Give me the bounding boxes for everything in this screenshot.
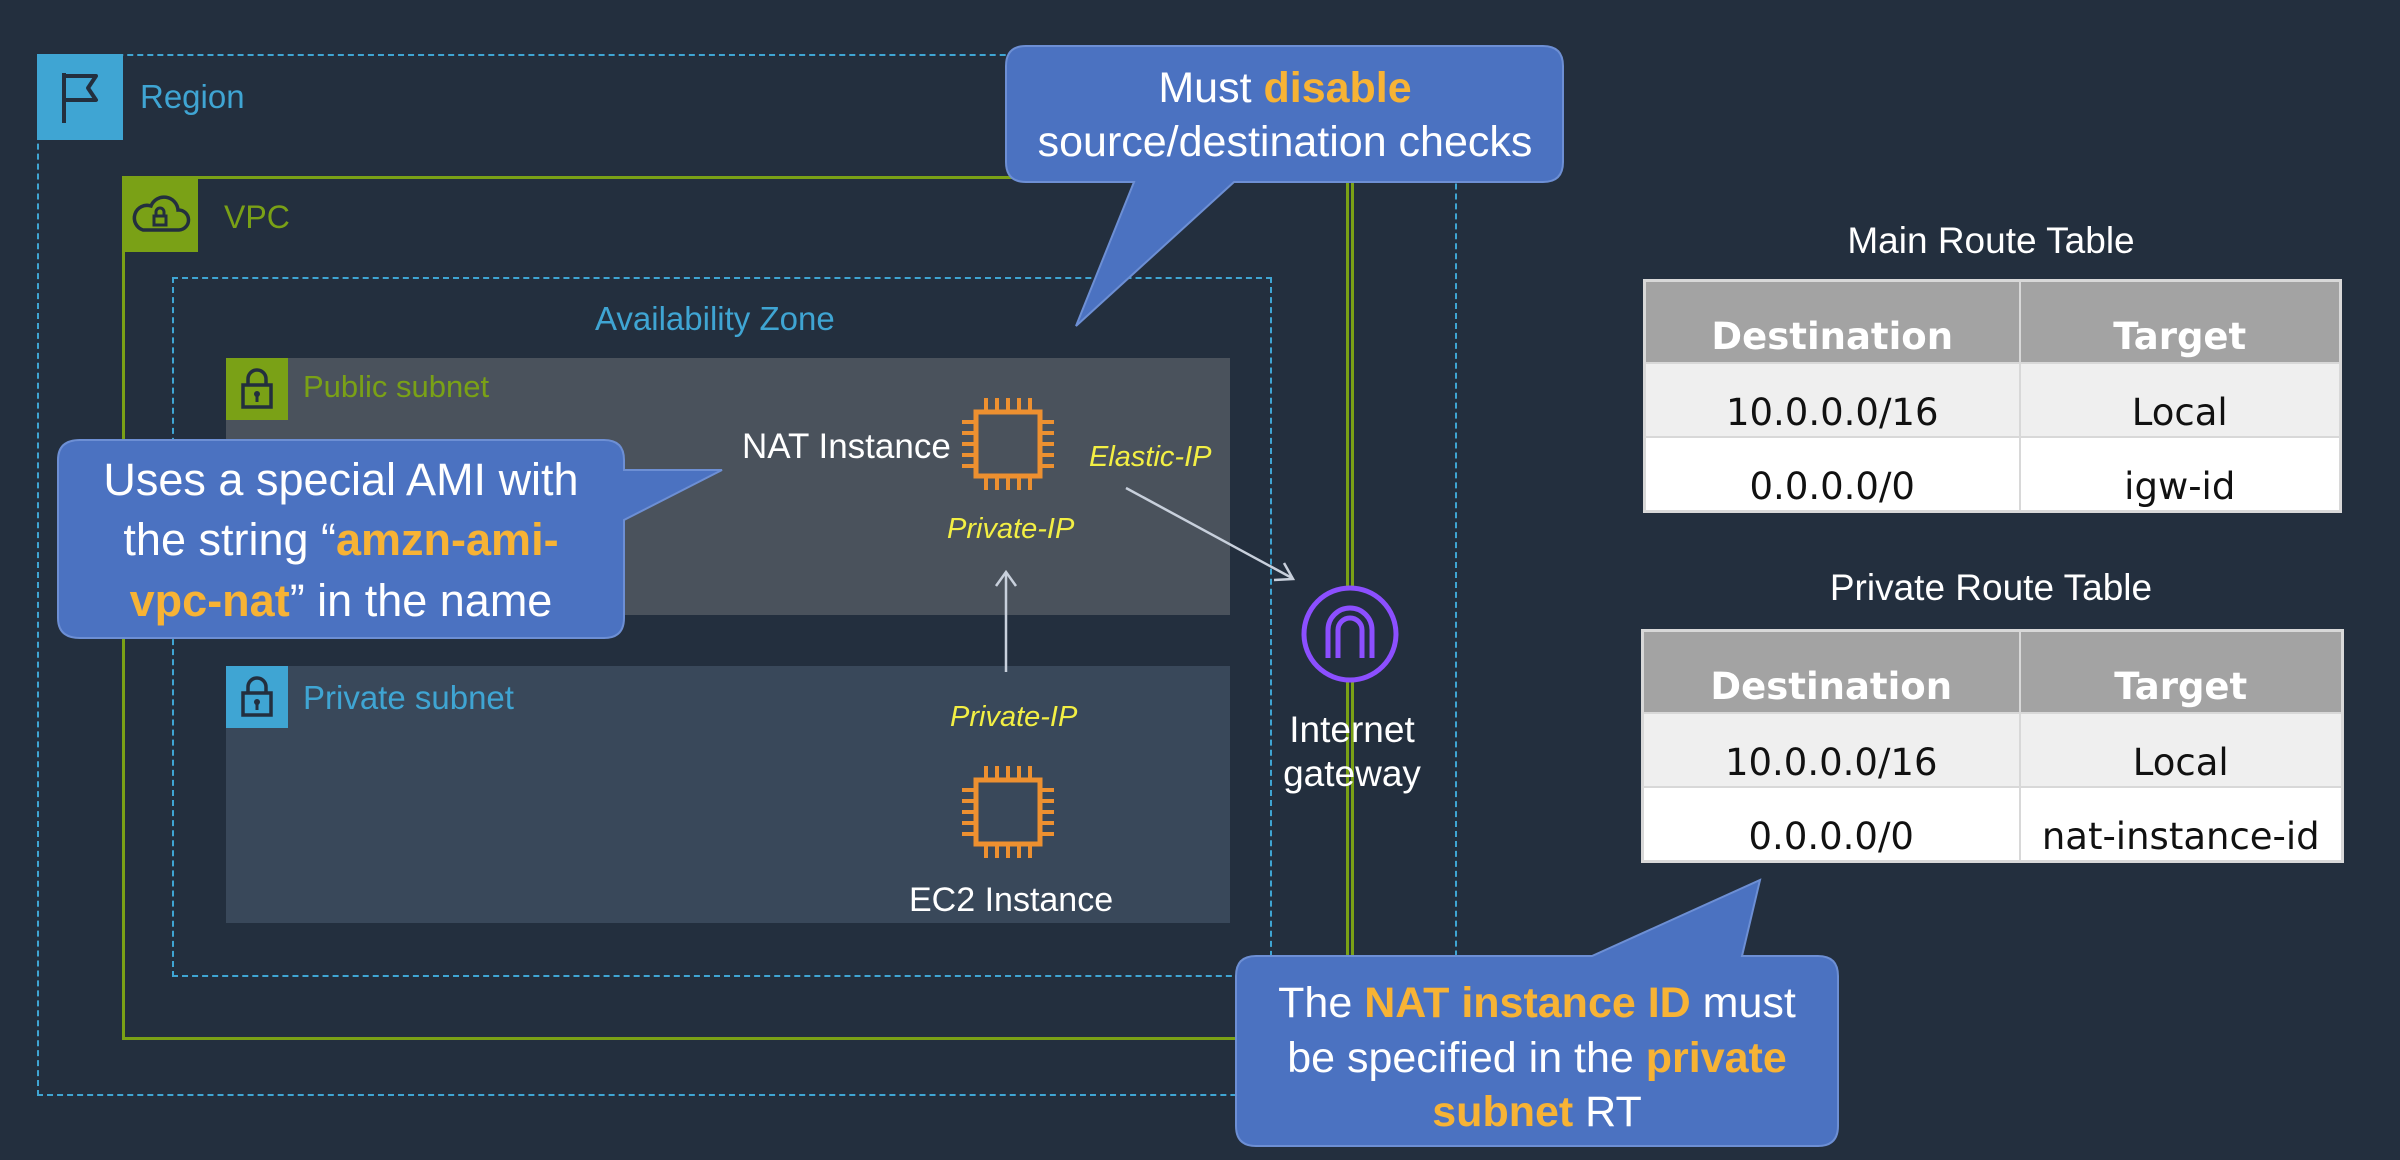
region-label: Region — [140, 78, 245, 115]
private-subnet-private-ip-label: Private-IP — [950, 701, 1078, 733]
top-callout-part1: Must — [1158, 64, 1264, 112]
bottom-callout-bubble — [1235, 878, 1839, 1147]
table-row: 10.0.0.0/16 Local — [1641, 712, 2344, 788]
left-callout-part2: the string “ — [123, 514, 337, 566]
public-private-ip-label: Private-IP — [947, 513, 1075, 545]
left-callout-part5: ” in the name — [289, 574, 553, 626]
public-subnet-lock-icon — [226, 358, 288, 420]
region-box — [37, 54, 1457, 1096]
table-row: 0.0.0.0/0 igw-id — [1643, 436, 2342, 513]
left-callout-line3: vpc-nat” in the name — [62, 571, 620, 631]
left-callout-bubble — [57, 439, 723, 639]
main-rt-row2-destination: 0.0.0.0/0 — [1643, 436, 2021, 513]
private-rt-header-target: Target — [2018, 629, 2344, 714]
ec2-instance-chip-icon — [958, 762, 1058, 862]
main-rt-header-target: Target — [2018, 279, 2342, 364]
elastic-ip-label: Elastic-IP — [1089, 441, 1212, 473]
main-route-table: Destination Target 10.0.0.0/16 Local 0.0… — [1643, 279, 2342, 513]
top-callout-line1: Must disable — [1010, 62, 1560, 116]
internet-gateway-label: Internet gateway — [1262, 708, 1442, 795]
internet-gateway-icon — [1300, 584, 1400, 684]
private-rt-row2-destination: 0.0.0.0/0 — [1641, 786, 2021, 863]
igw-label-line2: gateway — [1283, 752, 1421, 794]
table-row: 10.0.0.0/16 Local — [1643, 362, 2342, 438]
left-callout-line2: the string “amzn-ami- — [62, 510, 620, 570]
left-callout-text: Uses a special AMI with the string “amzn… — [62, 450, 620, 631]
top-callout-highlight: disable — [1263, 64, 1412, 112]
bottom-callout-highlight2: private — [1645, 1033, 1787, 1082]
private-route-table-title: Private Route Table — [1829, 567, 2153, 608]
bottom-callout-line1: The NAT instance ID must — [1240, 976, 1834, 1031]
ec2-instance-label: EC2 Instance — [909, 881, 1114, 919]
bottom-callout-highlight1: NAT instance ID — [1364, 979, 1691, 1027]
top-callout-bubble — [1005, 45, 1564, 327]
top-callout-line2: source/destination checks — [1037, 117, 1533, 166]
bottom-callout-line2: be specified in the private — [1240, 1031, 1834, 1086]
top-callout-text: Must disable source/destination checks — [1010, 62, 1560, 170]
table-row: 0.0.0.0/0 nat-instance-id — [1641, 786, 2344, 863]
bottom-callout-line3: subnet RT — [1240, 1085, 1834, 1140]
private-rt-header-destination: Destination — [1641, 629, 2021, 714]
private-rt-row1-target: Local — [2018, 712, 2344, 788]
left-callout-line1: Uses a special AMI with — [103, 454, 579, 505]
main-route-table-title: Main Route Table — [1847, 220, 2135, 261]
private-route-table-header: Destination Target — [1641, 629, 2344, 714]
public-subnet-label: Public subnet — [303, 369, 490, 404]
region-flag-icon — [37, 54, 123, 140]
main-rt-header-destination: Destination — [1643, 279, 2021, 364]
nat-instance-chip-icon — [958, 394, 1058, 494]
private-subnet — [226, 666, 1230, 923]
nat-instance-label: NAT Instance — [742, 427, 951, 466]
bottom-callout-part7: RT — [1573, 1088, 1642, 1137]
main-rt-row1-destination: 10.0.0.0/16 — [1643, 362, 2021, 438]
private-rt-row1-destination: 10.0.0.0/16 — [1641, 712, 2021, 788]
igw-label-line1: Internet — [1289, 709, 1415, 750]
bottom-callout-text: The NAT instance ID must be specified in… — [1240, 976, 1834, 1140]
private-route-table: Destination Target 10.0.0.0/16 Local 0.0… — [1641, 629, 2344, 863]
vpc-label: VPC — [224, 199, 290, 235]
main-route-table-header: Destination Target — [1643, 279, 2342, 364]
bottom-callout-highlight3: subnet — [1432, 1088, 1574, 1137]
availability-zone-label: Availability Zone — [595, 300, 835, 337]
vpc-cloud-lock-icon — [122, 176, 198, 252]
bottom-callout-part3: must — [1690, 979, 1796, 1027]
left-callout-highlight1: amzn-ami- — [336, 514, 559, 566]
main-rt-row2-target: igw-id — [2018, 436, 2342, 513]
private-subnet-label: Private subnet — [303, 679, 514, 716]
left-callout-highlight2: vpc-nat — [129, 574, 290, 626]
private-rt-row2-target: nat-instance-id — [2018, 786, 2344, 863]
main-rt-row1-target: Local — [2018, 362, 2342, 438]
private-subnet-lock-icon — [226, 666, 288, 728]
bottom-callout-part4: be specified in the — [1287, 1033, 1646, 1082]
bottom-callout-part1: The — [1278, 979, 1365, 1027]
